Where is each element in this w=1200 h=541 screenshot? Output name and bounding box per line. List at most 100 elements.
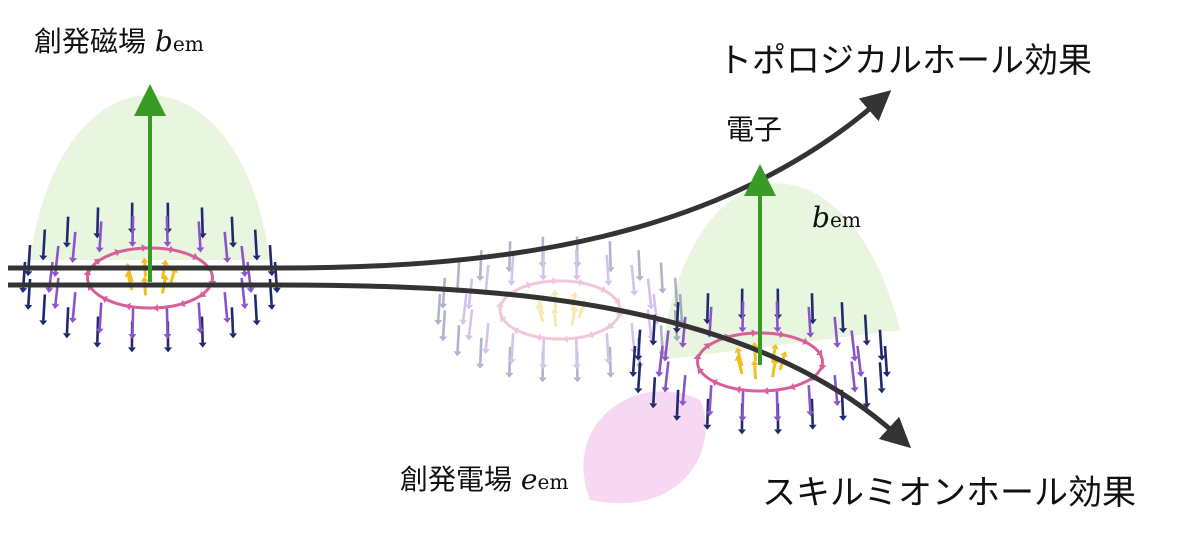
spin-arrow — [131, 215, 135, 242]
spin-arrow — [456, 325, 461, 352]
spin-arrow-head — [572, 275, 581, 281]
spin-arrow-head — [476, 275, 485, 282]
spin-arrow-head — [169, 245, 175, 254]
spin-arrow — [608, 241, 612, 268]
spin-arrow-head — [200, 290, 207, 298]
spin-arrow — [631, 345, 637, 373]
spin-arrow-head — [535, 333, 542, 342]
magnetic-field-bump-right — [660, 183, 900, 360]
spin-arrow-head — [163, 334, 172, 340]
spin-arrow-head — [538, 377, 547, 383]
spin-arrow — [541, 338, 546, 365]
spin-arrow-head — [882, 371, 891, 377]
spin-arrow-head — [434, 319, 443, 325]
spin-arrow-head — [661, 387, 670, 393]
spin-arrow — [502, 319, 507, 324]
spin-arrow — [570, 310, 576, 326]
spin-arrow-head — [476, 363, 485, 369]
spin-arrow-head — [672, 327, 681, 334]
spin-arrow-head — [505, 267, 514, 273]
spin-arrow — [71, 231, 77, 259]
spin-arrow-head — [95, 247, 104, 253]
spin-arrow — [753, 364, 758, 380]
spin-arrow — [608, 346, 612, 373]
spin-arrow — [605, 333, 610, 360]
spin-arrow-head — [629, 371, 638, 377]
spin-arrow — [856, 345, 862, 373]
spin-arrow — [130, 305, 137, 309]
spin-arrow — [98, 221, 103, 248]
spin-arrow — [574, 249, 579, 276]
spin-arrow-head — [499, 316, 507, 323]
spin-arrow — [637, 329, 642, 356]
label-symbol: b — [812, 201, 830, 234]
spin-arrow — [793, 383, 800, 388]
spin-arrow — [183, 300, 190, 305]
spin-arrow-head — [711, 379, 718, 387]
spin-arrow — [42, 294, 47, 321]
spin-arrow-head — [877, 355, 886, 361]
spin-arrow-head — [513, 327, 520, 335]
spin-arrow — [706, 293, 710, 320]
spin-arrow-head — [630, 290, 639, 296]
spin-arrow — [741, 390, 745, 417]
spin-arrow-head — [649, 403, 658, 409]
spin-arrow — [478, 250, 483, 277]
spin-arrow-head — [588, 330, 595, 339]
spin-arrow — [637, 250, 642, 277]
spin-arrow-head — [39, 320, 48, 326]
spin-arrow-head — [779, 330, 785, 339]
spin-arrow — [510, 333, 515, 360]
spin-arrow — [436, 293, 442, 321]
spin-arrow — [510, 254, 515, 281]
spin-arrow — [664, 361, 670, 388]
spin-arrow-head — [229, 242, 238, 248]
spin-arrow — [708, 306, 713, 333]
spin-arrow-head — [39, 255, 48, 261]
spin-arrow — [537, 307, 545, 323]
label-text: スキルミオンホール効果 — [762, 473, 1136, 513]
spin-arrow-head — [229, 333, 238, 339]
spin-arrow — [592, 331, 598, 336]
spin-arrow — [630, 264, 636, 292]
spin-arrow-head — [45, 287, 54, 293]
spin-arrow-head — [51, 303, 60, 309]
spin-arrow-head — [68, 317, 77, 324]
spin-arrow — [110, 251, 117, 256]
spin-arrow-head — [439, 336, 448, 342]
spin-arrow-head — [95, 328, 104, 334]
spin-arrow — [200, 207, 204, 234]
spin-arrow-head — [459, 319, 468, 325]
spin-arrow — [815, 348, 820, 353]
spin-arrow-head — [600, 285, 607, 293]
spin-arrow — [223, 291, 229, 319]
spin-arrow — [197, 302, 202, 329]
spin-arrow — [131, 308, 135, 335]
spin-arrow-head — [439, 303, 448, 309]
spin-arrow — [253, 294, 258, 321]
spin-arrow-head — [833, 342, 842, 348]
spin-arrow — [441, 310, 447, 337]
spin-arrow-head — [128, 334, 137, 340]
spin-arrow — [541, 249, 546, 276]
spin-arrow-head — [153, 303, 159, 312]
spin-arrow — [630, 322, 636, 350]
spin-arrow — [736, 351, 744, 367]
spin-arrow-head — [68, 257, 77, 263]
spin-arrow — [540, 336, 547, 340]
spin-arrow — [702, 345, 708, 351]
spin-arrow — [456, 262, 461, 289]
spin-arrow-head — [751, 329, 757, 338]
spin-arrow — [863, 314, 868, 341]
spin-arrow-head — [124, 271, 133, 278]
spin-arrow — [65, 307, 70, 334]
spin-arrow-head — [505, 372, 514, 378]
spin-arrow-head — [507, 280, 516, 286]
spin-arrow — [610, 321, 615, 327]
spin-arrow-head — [93, 342, 102, 348]
electric-field-bump — [583, 391, 706, 504]
spin-arrow-head — [606, 372, 615, 378]
spin-arrow-head — [62, 242, 71, 248]
spin-arrow-head — [606, 267, 615, 273]
spin-arrow-head — [539, 364, 548, 370]
